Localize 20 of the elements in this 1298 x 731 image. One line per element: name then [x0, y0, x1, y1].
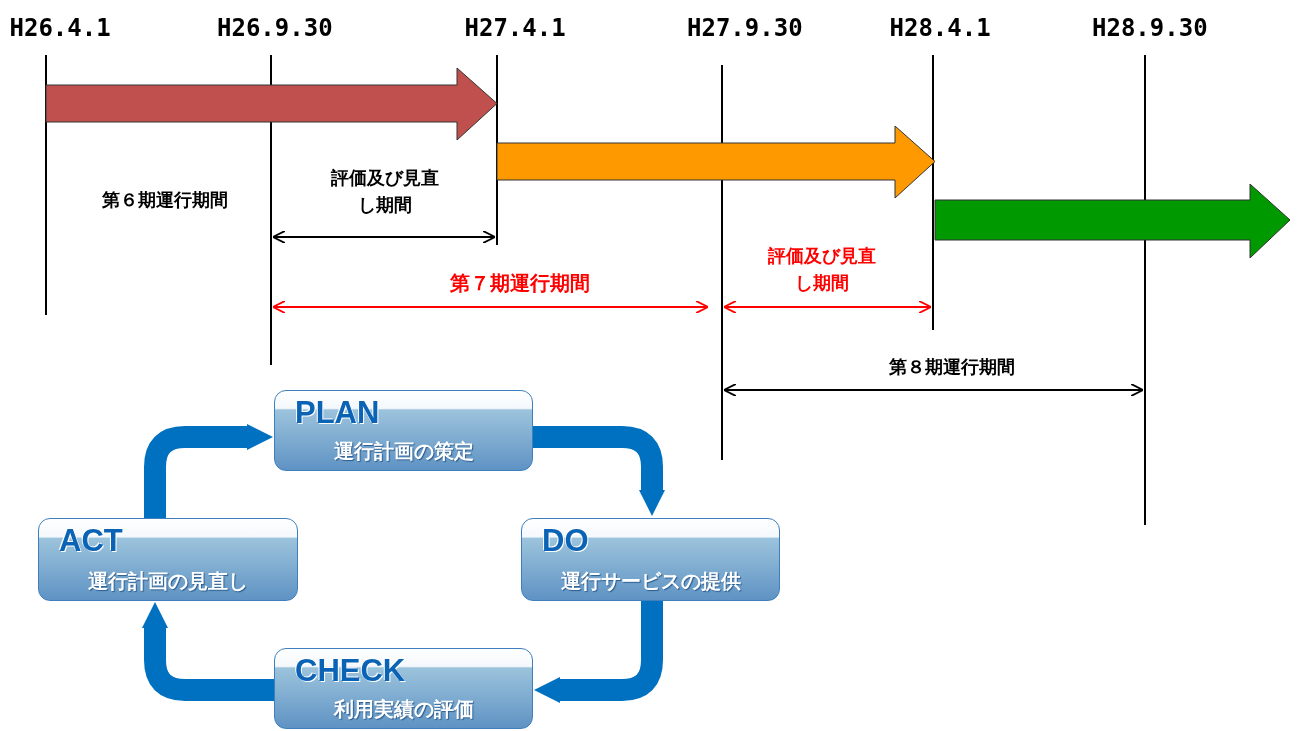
date-label: H26.4.1: [9, 14, 111, 42]
step-description: 運行サービスの提供: [559, 569, 742, 594]
step-description: 運行計画の策定: [332, 439, 475, 464]
step-description: 利用実績の評価: [332, 697, 475, 722]
period-label: 第８期運行期間: [889, 356, 1015, 379]
cycle-arrow: [142, 602, 274, 701]
date-label: H26.9.30: [217, 14, 333, 42]
period-label: 第７期運行期間: [450, 270, 590, 296]
process-box: [521, 518, 780, 601]
period-label: 評価及び見直し期間: [767, 245, 877, 295]
process-box: [38, 518, 298, 601]
date-label: H27.9.30: [687, 14, 803, 42]
period-label: 評価及び見直し期間: [330, 167, 440, 217]
date-label: H28.4.1: [889, 14, 991, 42]
date-label: H27.4.1: [464, 14, 566, 42]
date-label: H28.9.30: [1092, 14, 1208, 42]
step-description: 運行計画の見直し: [87, 569, 249, 594]
period-label: 第６期運行期間: [102, 189, 228, 212]
process-box: [274, 390, 533, 471]
cycle-arrow: [533, 426, 665, 516]
